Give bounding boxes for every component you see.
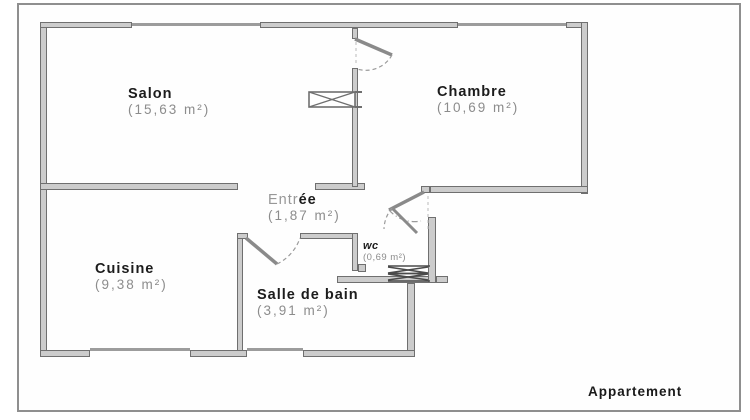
room-name-cuisine: Cuisine — [95, 261, 155, 277]
plan-frame-border — [17, 3, 741, 412]
room-area-salon: (15,63 m²) — [128, 102, 211, 117]
room-name-sdb: Salle de bain — [257, 287, 359, 303]
wall-top-a — [40, 22, 132, 28]
wall-bottom-a — [40, 350, 90, 357]
room-area-wc: (0,69 m²) — [363, 252, 407, 263]
wall-mid-b — [315, 183, 365, 190]
window-chambre-top — [458, 23, 566, 26]
wall-sdb-left — [237, 233, 243, 352]
room-label-salon: Salon (15,63 m²) — [128, 86, 210, 118]
room-label-entree: Entrée (1,87 m²) — [268, 192, 341, 224]
room-name-salon: Salon — [128, 86, 173, 102]
wall-mid-a — [40, 183, 238, 190]
room-area-cuisine: (9,38 m²) — [95, 277, 168, 292]
wall-chambre-bottom — [430, 186, 588, 193]
wall-sdb-right — [407, 283, 415, 357]
room-area-sdb: (3,91 m²) — [257, 303, 330, 318]
room-name-entree-prefix: Entr — [268, 192, 299, 208]
plan-title: Appartement — [588, 384, 683, 399]
wall-wc-bottom — [337, 276, 430, 283]
wall-sdb-top-b — [300, 233, 353, 239]
entry-door-jamb — [421, 186, 430, 193]
room-name-entree-suffix: ée — [298, 192, 317, 208]
wall-bottom-c — [303, 350, 415, 357]
room-label-sdb: Salle de bain (3,91 m²) — [257, 287, 359, 319]
wall-bottom-b — [190, 350, 247, 357]
room-area-chambre: (10,69 m²) — [437, 100, 520, 115]
wall-salon-chambre-stub — [352, 28, 358, 39]
wall-wc-left — [352, 233, 358, 271]
room-label-chambre: Chambre (10,69 m²) — [437, 84, 519, 116]
room-label-wc: wc (0,69 m²) — [363, 240, 406, 263]
window-cuisine-bottom — [90, 348, 190, 351]
wall-sdb-top-a — [237, 233, 248, 239]
wall-wc-right — [428, 217, 436, 283]
wall-wc-right-stub — [436, 276, 448, 283]
room-label-cuisine: Cuisine (9,38 m²) — [95, 261, 168, 293]
window-sdb-bottom — [247, 348, 303, 351]
room-area-entree: (1,87 m²) — [268, 208, 341, 223]
wall-wc-notch — [358, 264, 366, 272]
room-name-chambre: Chambre — [437, 84, 507, 100]
room-name-wc: wc — [363, 240, 379, 252]
wall-top-b — [260, 22, 458, 28]
wall-right-outer — [581, 22, 588, 194]
wall-salon-chambre — [352, 68, 358, 187]
window-salon-top — [132, 23, 260, 26]
